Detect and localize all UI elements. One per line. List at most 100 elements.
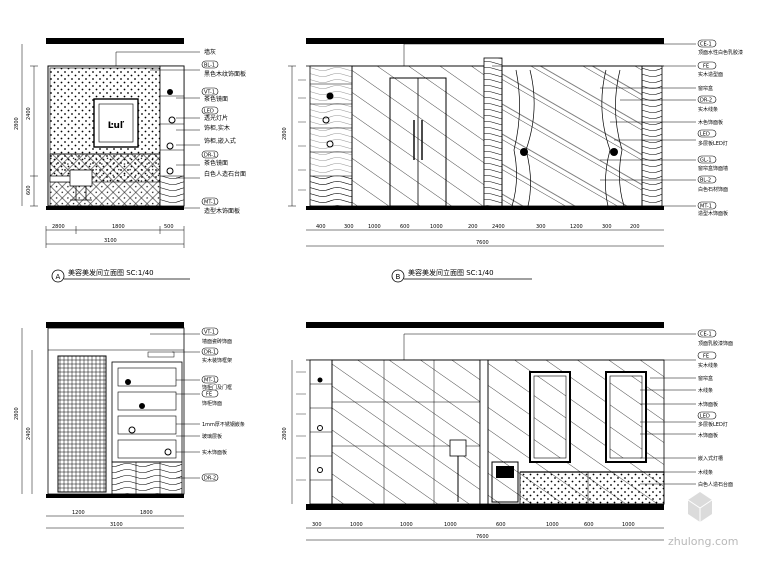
elev-d-label-6: 多层板LED灯 (698, 421, 728, 428)
elev-b-floor-slab (306, 206, 664, 210)
svg-text:600: 600 (496, 522, 506, 528)
elev-a-label-4: 透光灯片 (204, 114, 228, 122)
elev-a-label-3: 茶色镜面 (204, 95, 228, 103)
elev-b-label-3: 窗帘盒 (698, 85, 713, 92)
elev-a-label-2: 黑色木纹饰面板 (204, 70, 246, 78)
elev-b-tag-1: CE-1 (700, 42, 712, 48)
elev-c-label-2: 实木装饰框架 (202, 357, 232, 364)
svg-text:2800: 2800 (282, 427, 288, 440)
elev-b-ceiling-slab (306, 38, 664, 44)
elev-b-tag-3: DR-2 (700, 98, 712, 104)
elev-b-label-2: 实木造型面 (698, 71, 723, 78)
svg-text:600: 600 (26, 185, 32, 195)
svg-text:2800: 2800 (282, 127, 288, 140)
svg-text:600: 600 (400, 224, 410, 230)
elev-d-counter (519, 471, 665, 505)
elev-a-tag-5: MT-1 (204, 200, 216, 206)
svg-text:1000: 1000 (400, 522, 413, 528)
elev-d-label-10: 白色人造石台面 (698, 481, 733, 488)
svg-text:2800: 2800 (14, 407, 20, 420)
elev-a-label-6: 饰柜,嵌入式 (204, 137, 236, 145)
elev-b-label-7: 窗帘盒饰面墙 (698, 165, 728, 172)
elev-c-tag-2: DR-1 (204, 350, 216, 356)
svg-text:2400: 2400 (26, 107, 32, 120)
elev-a-label-8: 白色人造石台面 (204, 170, 246, 178)
elev-b-letter: B (396, 273, 401, 281)
elev-b-tag-2: FE (703, 64, 709, 70)
elev-a-label-7: 茶色镜面 (204, 159, 228, 167)
elev-c-label-3: 饰柜门及门框 (202, 384, 232, 391)
svg-text:200: 200 (468, 224, 478, 230)
elev-d-glass-wall (331, 359, 481, 505)
elev-b-label-5: 木色饰面板 (698, 119, 723, 126)
elev-a-floor-slab (46, 206, 184, 210)
elev-c-floor-slab (46, 494, 184, 498)
elevation-b: 2800 400 300 1000 600 1000 200 2400 300 … (282, 38, 743, 283)
svg-text:600: 600 (584, 522, 594, 528)
svg-text:1000: 1000 (444, 522, 457, 528)
elev-c-ceiling-slab (46, 322, 184, 328)
svg-text:2800: 2800 (14, 117, 20, 130)
elev-a-label-5: 饰柜,实木 (204, 124, 230, 132)
elev-b-label-9: 造型木饰面板 (698, 210, 728, 217)
svg-text:1800: 1800 (112, 224, 125, 230)
elev-a-ceiling-slab (46, 38, 184, 44)
elev-d-label-7: 木饰面板 (698, 432, 718, 439)
svg-text:1000: 1000 (622, 522, 635, 528)
svg-text:1000: 1000 (350, 522, 363, 528)
elev-b-tag-7: MT-1 (700, 204, 712, 210)
elev-c-tag-4: FE (206, 392, 212, 398)
elev-b-label-6: 多层板LED灯 (698, 140, 728, 147)
elev-d-label-4: 木线条 (698, 387, 713, 394)
svg-text:3100: 3100 (110, 522, 123, 528)
elev-a-label-9: 造型木饰面板 (204, 207, 240, 215)
elev-c-tiled-panel (57, 355, 107, 493)
elev-b-label-1: 顶面水性白色乳胶漆 (698, 49, 743, 56)
elev-b-tag-6: BL-2 (700, 178, 711, 184)
elev-d-tag-3: LED (700, 414, 710, 420)
svg-text:7600: 7600 (476, 534, 489, 540)
elev-a-tag-2: VT-1 (204, 90, 215, 96)
svg-text:200: 200 (630, 224, 640, 230)
elev-b-tag-5: GL-1 (700, 158, 712, 164)
elevation-d: 2800 300 1000 1000 1000 600 1000 600 100… (282, 322, 733, 541)
svg-text:300: 300 (312, 522, 322, 528)
elev-b-label-8: 白色石材饰面 (698, 186, 728, 193)
elev-c-label-1: 墙面瓷砖饰面 (202, 338, 232, 345)
svg-text:7600: 7600 (476, 240, 489, 246)
elev-b-label-4: 实木线条 (698, 106, 718, 113)
svg-text:500: 500 (164, 224, 174, 230)
elev-a-tag-1: BL-1 (204, 63, 215, 69)
svg-text:400: 400 (316, 224, 326, 230)
elev-d-floor-slab (306, 504, 664, 510)
elev-b-curtain-window (501, 65, 643, 207)
elev-d-label-2: 实木线条 (698, 362, 718, 369)
elev-c-label-4: 饰柜饰面 (202, 400, 222, 407)
watermark-logo (687, 492, 713, 522)
elevation-a: Ŀuľ 2800 2400 600 (14, 38, 246, 283)
svg-text:1800: 1800 (140, 510, 153, 516)
elev-d-label-1: 顶面乳胶漆饰面 (698, 340, 733, 347)
elev-a-tag-3: LED (204, 109, 214, 115)
elev-d-label-8: 嵌入式灯槽 (698, 455, 723, 462)
elev-a-label-1: 墙灰 (204, 48, 216, 56)
elev-d-label-9: 木线条 (698, 469, 713, 476)
svg-text:1000: 1000 (368, 224, 381, 230)
elev-c-label-7: 实木饰面板 (202, 449, 227, 456)
svg-text:1000: 1000 (546, 522, 559, 528)
svg-text:2800: 2800 (52, 224, 65, 230)
elev-b-tag-4: LED (700, 132, 710, 138)
elev-d-tag-1: CE-1 (700, 332, 712, 338)
elev-d-label-5: 木饰面板 (698, 401, 718, 408)
elev-a-title: 美容美发间立面图 SC:1/40 (68, 268, 154, 277)
svg-text:1200: 1200 (72, 510, 85, 516)
elev-c-tag-3: MT-1 (204, 378, 216, 384)
svg-text:1000: 1000 (430, 224, 443, 230)
elev-a-letter: A (56, 273, 61, 281)
elev-c-label-6: 玻璃层板 (202, 433, 222, 440)
elev-d-tag-2: FE (703, 354, 709, 360)
elev-b-title: 美容美发间立面图 SC:1/40 (408, 268, 494, 277)
svg-text:300: 300 (344, 224, 354, 230)
svg-text:300: 300 (602, 224, 612, 230)
